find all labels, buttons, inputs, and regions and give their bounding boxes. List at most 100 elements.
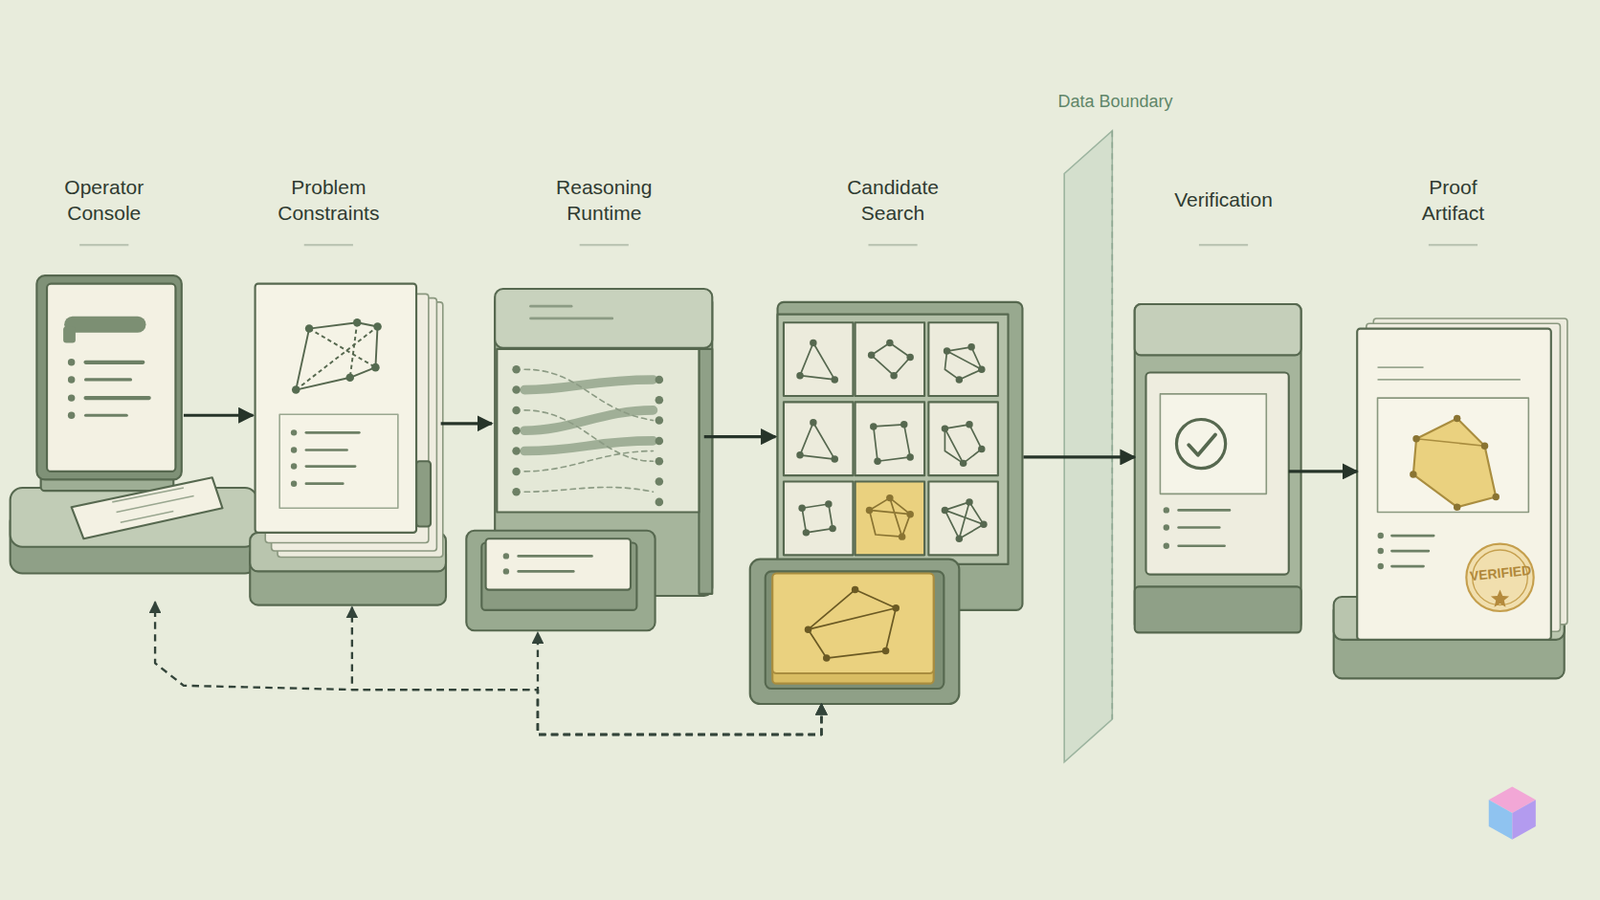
- search-illustration: [855, 401, 926, 476]
- stage-heading: Problem Constraints: [261, 169, 396, 231]
- proof-illustration: [1391, 534, 1434, 538]
- search-illustration: [851, 586, 859, 594]
- proof-illustration: [1409, 470, 1417, 478]
- verification-illustration: [1178, 526, 1221, 530]
- constraints-illustration: [291, 385, 301, 395]
- runtime-illustration: [466, 288, 712, 631]
- proof-illustration: [1409, 415, 1500, 512]
- search-illustration: [979, 521, 987, 529]
- search-illustration: [941, 507, 949, 514]
- search-illustration: [783, 401, 854, 476]
- console-illustration: [120, 511, 174, 523]
- verification-illustration: [1134, 304, 1302, 633]
- constraints-illustration: [306, 465, 356, 468]
- search-illustration: [906, 511, 913, 518]
- constraints-illustration: [416, 461, 431, 527]
- search-illustration: [801, 504, 833, 534]
- verification-illustration: [1163, 507, 1170, 550]
- proof-illustration: [1453, 503, 1461, 511]
- console-illustration: [86, 362, 150, 416]
- runtime-illustration: [698, 349, 712, 595]
- runtime-illustration: [655, 437, 665, 446]
- console-illustration: [10, 275, 258, 574]
- constraints-illustration: [309, 329, 376, 369]
- console-illustration: [67, 394, 75, 401]
- search-illustration: [965, 498, 973, 506]
- search-illustration: [809, 339, 817, 347]
- runtime-illustration: [655, 477, 665, 487]
- constraints-illustration: [295, 322, 378, 390]
- proof-illustration: [1481, 443, 1489, 450]
- search-illustration: [796, 339, 987, 543]
- stage-node: Reasoning Runtime: [491, 163, 705, 634]
- search-illustration: [783, 482, 854, 556]
- constraints-illustration: [290, 463, 297, 469]
- feedback-arrow: [352, 607, 823, 735]
- stage-node: Problem Constraints: [252, 163, 441, 608]
- heading-underlines: [579, 244, 629, 246]
- search-illustration: [928, 322, 999, 397]
- proof-illustration: [1333, 318, 1568, 679]
- search-illustration: [800, 343, 835, 380]
- heading-underlines: [1199, 244, 1248, 246]
- search-illustration: [898, 533, 906, 540]
- search-illustration: [900, 421, 908, 428]
- search-illustration: [944, 502, 984, 539]
- stage-node: Proof Artifact: [1356, 163, 1592, 679]
- search-illustration: [886, 339, 893, 347]
- search-illustration: [831, 455, 839, 463]
- constraints-illustration: [306, 431, 359, 435]
- console-illustration: [63, 326, 76, 343]
- search-illustration: [750, 559, 960, 705]
- proof-illustration: [1377, 533, 1384, 570]
- constraints-illustration: [295, 322, 378, 390]
- flow-arrow: [704, 435, 777, 439]
- stage-heading: Reasoning Runtime: [536, 169, 671, 231]
- stage-node: Verification: [1134, 163, 1289, 634]
- search-illustration: [765, 571, 945, 689]
- heading-underlines: [1428, 244, 1478, 246]
- console-illustration: [67, 412, 75, 420]
- constraints-illustration: [353, 318, 362, 328]
- search-illustration: [873, 457, 881, 465]
- flow-arrow: [1288, 469, 1357, 473]
- flow-arrow: [441, 422, 492, 425]
- search-illustration: [867, 352, 875, 359]
- stage-heading: Candidate Search: [825, 169, 960, 231]
- runtime-illustration: [524, 451, 653, 472]
- runtime-illustration: [511, 385, 521, 395]
- console-illustration: [86, 396, 150, 400]
- search-illustration: [943, 347, 951, 355]
- constraints-illustration: [306, 448, 348, 452]
- search-illustration: [808, 590, 897, 659]
- console-illustration: [111, 488, 194, 523]
- stamp-text: VERIFIED: [1468, 562, 1533, 585]
- verification-illustration: [1163, 524, 1170, 531]
- heading-underlines: [79, 244, 1478, 246]
- console-illustration: [67, 358, 75, 420]
- heading-underlines: [867, 244, 917, 246]
- console-illustration: [67, 358, 75, 366]
- console-illustration: [67, 376, 75, 383]
- heading-underlines: [304, 244, 354, 246]
- constraints-illustration: [345, 374, 355, 383]
- search-illustration: [873, 424, 911, 462]
- watermark-cube: [1511, 800, 1536, 841]
- runtime-illustration: [511, 365, 664, 507]
- console-illustration: [116, 495, 195, 512]
- runtime-illustration: [511, 488, 521, 497]
- constraints-illustration: [291, 318, 382, 395]
- proof-illustration: [1466, 544, 1534, 612]
- search-illustration: [941, 424, 949, 432]
- console-illustration: [86, 377, 132, 381]
- constraints-illustration: [290, 446, 297, 453]
- search-illustration: [967, 343, 975, 351]
- verification-illustration: [1134, 586, 1302, 633]
- search-illustration: [855, 322, 926, 397]
- runtime-illustration: [524, 410, 653, 462]
- verification-illustration: [1145, 372, 1289, 575]
- proof-illustration: [1377, 563, 1384, 570]
